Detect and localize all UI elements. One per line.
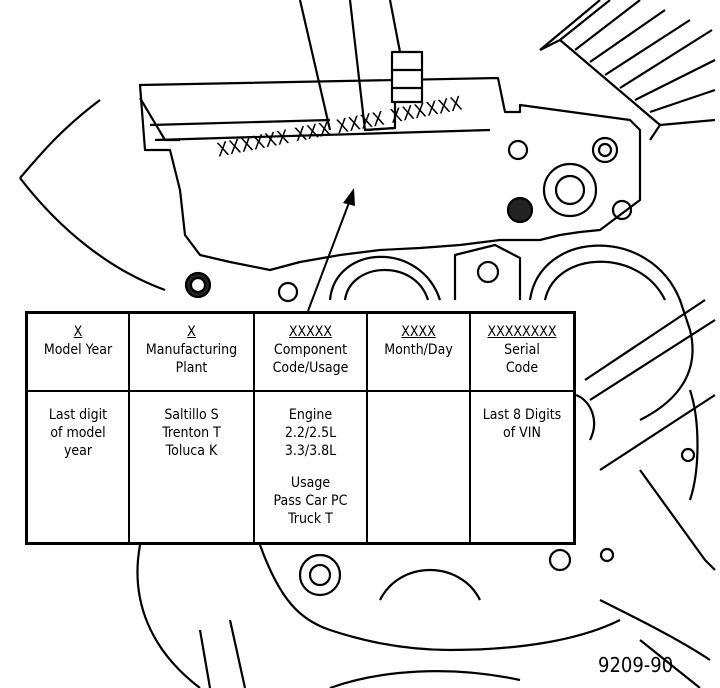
cooling-fins xyxy=(559,0,716,127)
plant-line: Trenton T xyxy=(162,425,221,441)
code-month-day: XXXX xyxy=(401,324,436,340)
label-serial: Serial Code xyxy=(504,342,540,376)
figure-number: 9209-90 xyxy=(598,653,674,677)
seal-bore-left xyxy=(328,255,442,301)
serial-line: of VIN xyxy=(503,425,541,441)
header-month-day: XXXX Month/Day xyxy=(368,314,471,392)
plant-line: Toluca K xyxy=(165,443,218,459)
cell-model-year: Last digit of model year xyxy=(28,392,130,542)
outer-housing-curve xyxy=(19,177,166,292)
engine-line: 2.2/2.5L xyxy=(284,425,337,441)
code-component: XXXXX xyxy=(288,324,333,340)
cell-serial: Last 8 Digits of VIN xyxy=(471,392,573,542)
label-plant: Manufacturing Plant xyxy=(145,342,238,376)
engine-line: 3.3/3.8L xyxy=(284,443,337,459)
leader-arrow xyxy=(307,188,355,312)
code-plant: X xyxy=(187,324,196,340)
code-serial: XXXXXXXX xyxy=(487,324,557,340)
lower-housing xyxy=(136,544,201,688)
label-month-day: Month/Day xyxy=(384,342,453,358)
model-year-line: of model xyxy=(50,425,106,441)
code-model-year: X xyxy=(73,324,83,340)
cell-month-day xyxy=(368,392,471,542)
plant-line: Saltillo S xyxy=(164,407,219,423)
usage-line: Truck T xyxy=(288,511,333,527)
mount-stud xyxy=(298,0,332,131)
cell-component: Engine 2.2/2.5L 3.3/3.8L Usage Pass Car … xyxy=(255,392,368,542)
label-model-year: Model Year xyxy=(43,342,113,358)
identification-table: X Model Year X Manufacturing Plant XXXXX… xyxy=(25,311,576,545)
header-plant: X Manufacturing Plant xyxy=(130,314,255,392)
engine-line: Engine xyxy=(288,407,333,423)
seal-bore-right xyxy=(528,244,694,421)
header-serial: XXXXXXXX Serial Code xyxy=(471,314,573,392)
usage-line: Usage xyxy=(290,475,331,491)
cell-plant: Saltillo S Trenton T Toluca K xyxy=(130,392,255,542)
model-year-line: Last digit xyxy=(48,407,108,423)
usage-line: Pass Car PC xyxy=(273,493,348,509)
header-component: XXXXX Component Code/Usage xyxy=(255,314,368,392)
label-plate xyxy=(138,76,642,272)
serial-line: Last 8 Digits xyxy=(482,407,562,423)
header-model-year: X Model Year xyxy=(28,314,130,392)
label-component: Component Code/Usage xyxy=(272,342,349,376)
model-year-line: year xyxy=(63,443,93,459)
